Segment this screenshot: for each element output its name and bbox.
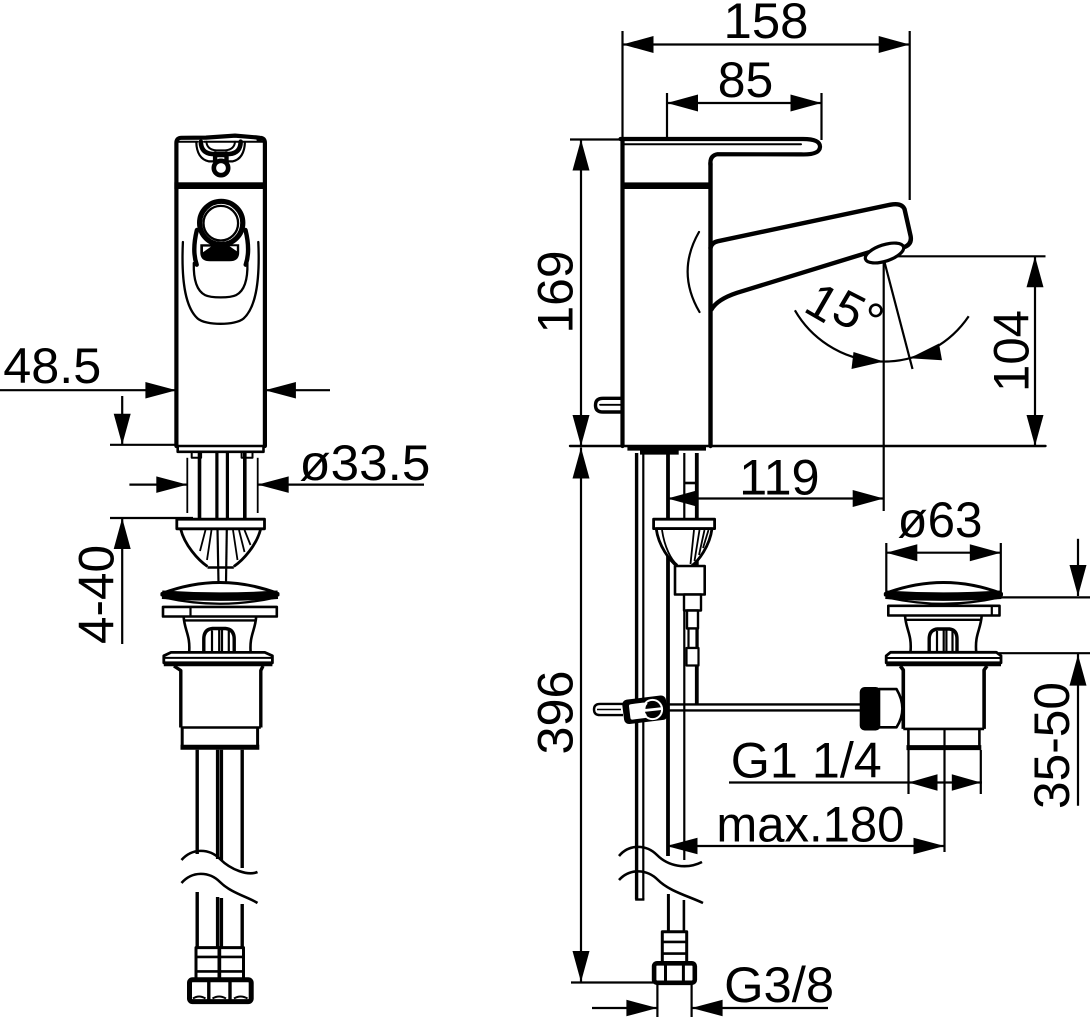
svg-text:396: 396 xyxy=(528,671,584,755)
svg-text:104: 104 xyxy=(983,310,1039,392)
svg-text:max.180: max.180 xyxy=(716,797,904,853)
svg-text:85: 85 xyxy=(718,52,774,108)
svg-text:ø33.5: ø33.5 xyxy=(299,435,430,491)
svg-text:G1 1/4: G1 1/4 xyxy=(731,733,882,789)
svg-text:35-50: 35-50 xyxy=(1024,682,1080,809)
svg-text:158: 158 xyxy=(724,0,809,49)
svg-text:ø63: ø63 xyxy=(898,492,983,548)
svg-text:48.5: 48.5 xyxy=(3,338,101,394)
svg-text:4-40: 4-40 xyxy=(68,545,124,644)
svg-text:119: 119 xyxy=(739,449,820,505)
svg-text:G3/8: G3/8 xyxy=(724,957,834,1013)
svg-text:169: 169 xyxy=(528,251,584,334)
